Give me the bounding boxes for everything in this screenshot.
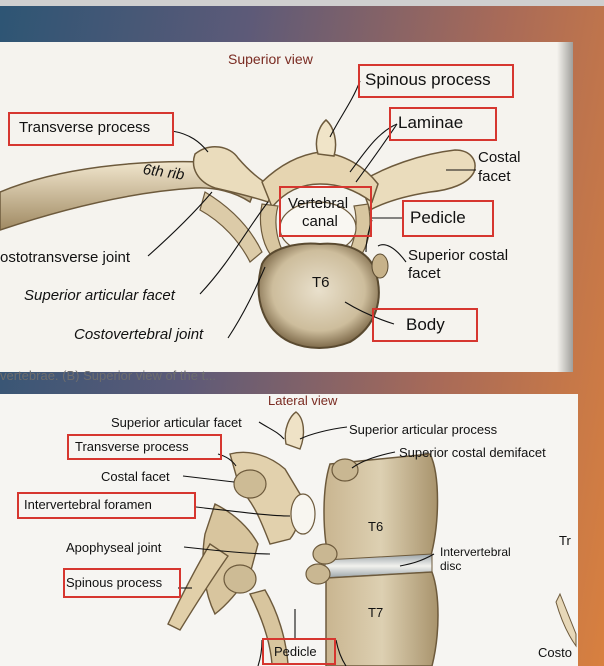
highlight-box-pedicle	[402, 200, 494, 237]
page-edge-shadow	[557, 42, 573, 372]
superior-view-figure: Superior view Spinous process Laminae Tr…	[0, 42, 573, 372]
highlight-box-transverse-process-lateral	[67, 434, 222, 460]
label-superior-articular-process: Superior articular process	[349, 422, 498, 437]
label-superior-costal-demifacet: Superior costal demifacet	[399, 445, 546, 460]
label-superior-costal-facet-line1: Superior costal	[408, 247, 509, 264]
superior-view-heading: Superior view	[228, 51, 313, 67]
label-costovertebral-joint: Costovertebral joint	[74, 326, 204, 343]
label-t6-lateral: T6	[368, 519, 384, 534]
lateral-view-figure: Lateral view Superior articular facet Su…	[0, 394, 578, 666]
lateral-view-illustration	[167, 411, 577, 666]
label-spinous-process-lateral: Spinous process	[66, 575, 163, 590]
spinous-process-shape	[315, 119, 337, 157]
vertebral-body-shape	[257, 242, 380, 349]
label-intervertebral-disc-line1: Intervertebral	[440, 545, 511, 559]
highlight-box-spinous-process-lateral	[63, 568, 181, 598]
label-costal-facet-line2: facet	[478, 168, 511, 185]
label-transverse-process: Transverse process	[19, 119, 151, 136]
top-strip	[0, 0, 604, 6]
label-cut-right-bottom: Costo	[538, 645, 572, 660]
label-superior-articular-facet: Superior articular facet	[24, 287, 175, 304]
label-intervertebral-foramen: Intervertebral foramen	[24, 497, 152, 512]
label-pedicle: Pedicle	[410, 208, 466, 227]
label-body: Body	[406, 315, 445, 334]
highlight-box-transverse-process	[8, 112, 174, 146]
label-pedicle-lateral: Pedicle	[274, 644, 317, 659]
label-t6-superior: T6	[312, 274, 330, 291]
label-spinous-process: Spinous process	[365, 70, 491, 89]
lateral-view-heading: Lateral view	[268, 394, 338, 408]
highlight-box-vertebral-canal	[279, 186, 372, 237]
intervertebral-foramen-shape	[290, 493, 316, 535]
highlight-box-spinous-process	[358, 64, 514, 98]
label-costal-facet-lateral: Costal facet	[101, 469, 170, 484]
lateral-view-leader-lines	[178, 421, 435, 666]
spinous-process-lateral-shape	[167, 543, 229, 631]
label-costal-facet-line1: Costal	[478, 149, 521, 166]
highlight-box-body	[372, 308, 478, 342]
label-cut-right-top: Tr	[559, 533, 571, 548]
label-t7: T7	[368, 605, 384, 620]
label-costotransverse-joint: ostotransverse joint	[0, 249, 131, 266]
highlight-box-intervertebral-foramen	[17, 492, 196, 519]
superior-view-illustration	[0, 80, 476, 349]
label-vertebral-canal-line2: canal	[302, 213, 338, 230]
label-laminae: Laminae	[398, 113, 464, 132]
label-vertebral-canal-line1: Vertebral	[288, 195, 349, 212]
label-superior-costal-facet-line2: facet	[408, 265, 441, 282]
sixth-rib-shape	[0, 160, 259, 231]
highlight-box-laminae	[389, 107, 497, 141]
highlight-box-pedicle-lateral	[262, 638, 336, 665]
caption-fragment: vertebrae. (B) Superior view of the t...	[0, 368, 217, 382]
label-intervertebral-disc-line2: disc	[440, 559, 462, 573]
label-apophyseal-joint: Apophyseal joint	[66, 540, 162, 555]
label-superior-articular-facet-lateral: Superior articular facet	[111, 415, 242, 430]
label-transverse-process-lateral: Transverse process	[75, 439, 189, 454]
transverse-process-right-shape	[359, 149, 476, 212]
